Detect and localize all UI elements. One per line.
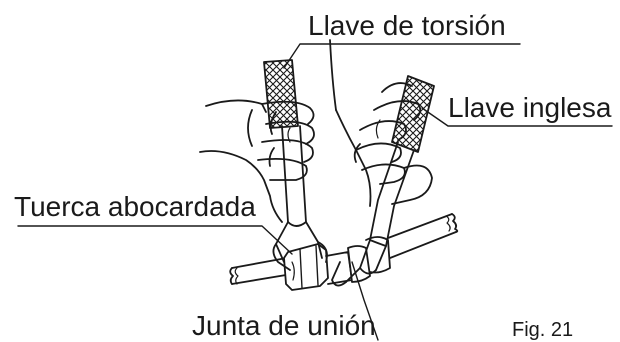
spanner-label: Llave inglesa (448, 92, 612, 123)
leader-flare (17, 225, 293, 255)
torque-wrench-grip (263, 59, 299, 129)
leader-lines (17, 43, 613, 341)
spanner-grip (391, 75, 435, 153)
flare-nut-label: Tuerca abocardada (14, 191, 256, 222)
right-pipe (387, 213, 459, 259)
torque-wrench (272, 125, 328, 271)
spanner (331, 141, 415, 287)
flare-nut (283, 243, 329, 291)
leader-joint (351, 261, 379, 341)
right-hand (329, 39, 433, 207)
leader-spanner (421, 107, 613, 127)
leader-torque (283, 43, 521, 69)
torque-wrench-label: Llave de torsión (308, 10, 506, 41)
union-joint-label: Junta de unión (192, 310, 376, 341)
figure-number: Fig. 21 (512, 319, 574, 341)
left-hand (199, 99, 315, 223)
